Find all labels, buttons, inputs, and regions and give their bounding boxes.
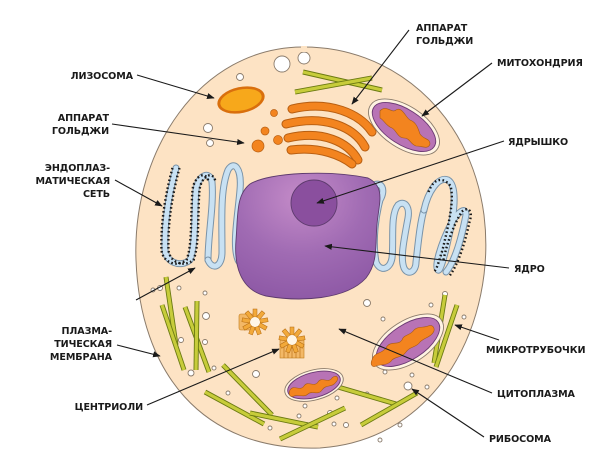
label-er-line2: МАТИЧЕСКАЯ <box>35 176 110 187</box>
golgi-vesicles <box>251 109 283 153</box>
leader-golgi-left <box>111 123 245 146</box>
labels: ЛИЗОСОМА АППАРАТ ГОЛЬДЖИ ЭНДОПЛАЗ- МАТИЧ… <box>35 23 585 445</box>
label-ribosome: РИБОСОМА <box>489 434 552 445</box>
leader-ribosome <box>411 388 485 438</box>
leader-lysosome <box>136 74 215 99</box>
notch-fill <box>301 46 307 52</box>
leader-cytoplasm <box>338 328 493 394</box>
leader-plasma-membrane <box>116 344 161 358</box>
label-er-line1: ЭНДОПЛАЗ- <box>45 163 110 174</box>
mitochondrion-right <box>370 313 444 371</box>
label-centrioles: ЦЕНТРИОЛИ <box>75 402 143 413</box>
leader-nucleus <box>324 243 510 269</box>
lysosome <box>217 86 265 114</box>
label-golgi-left-line2: ГОЛЬДЖИ <box>52 126 109 137</box>
label-golgi-top-line1: АППАРАТ <box>416 23 468 34</box>
leader-golgi-top <box>351 29 410 105</box>
mitochondrion-bottom <box>284 368 344 402</box>
leader-centrioles <box>146 348 280 406</box>
label-mitochondria: МИТОХОНДРИЯ <box>497 58 583 69</box>
label-microtubules: МИКРОТРУБОЧКИ <box>486 345 585 356</box>
label-er-line3: СЕТЬ <box>83 189 110 200</box>
leader-nucleolus <box>316 140 505 204</box>
label-plasma-line1: ПЛАЗМА- <box>62 326 113 337</box>
leader-er-smooth <box>135 267 196 301</box>
mitochondrion-top <box>368 98 440 156</box>
nucleus <box>235 172 381 300</box>
leader-microtubules <box>454 324 500 341</box>
membrane-vesicle <box>297 51 311 65</box>
golgi-apparatus <box>281 101 377 169</box>
label-cytoplasm: ЦИТОПЛАЗМА <box>497 389 576 400</box>
label-golgi-top-line2: ГОЛЬДЖИ <box>416 36 473 47</box>
label-lysosome: ЛИЗОСОМА <box>71 71 134 82</box>
leader-mitochondria <box>421 62 493 117</box>
label-nucleus: ЯДРО <box>514 264 545 275</box>
leader-er <box>114 179 163 207</box>
centriole-1 <box>238 308 269 336</box>
rough-er-right <box>420 175 472 277</box>
nucleolus <box>290 179 338 227</box>
label-plasma-line3: МЕМБРАНА <box>50 352 113 363</box>
vesicles <box>150 55 467 443</box>
leader-lines <box>111 29 510 438</box>
rough-er-left <box>160 164 217 268</box>
label-golgi-left-line1: АППАРАТ <box>58 113 110 124</box>
centriole-2 <box>278 326 306 359</box>
label-plasma-line2: ТИЧЕСКАЯ <box>54 339 112 350</box>
label-nucleolus: ЯДРЫШКО <box>508 137 568 148</box>
centrioles <box>238 308 306 359</box>
microtubules <box>159 69 460 442</box>
